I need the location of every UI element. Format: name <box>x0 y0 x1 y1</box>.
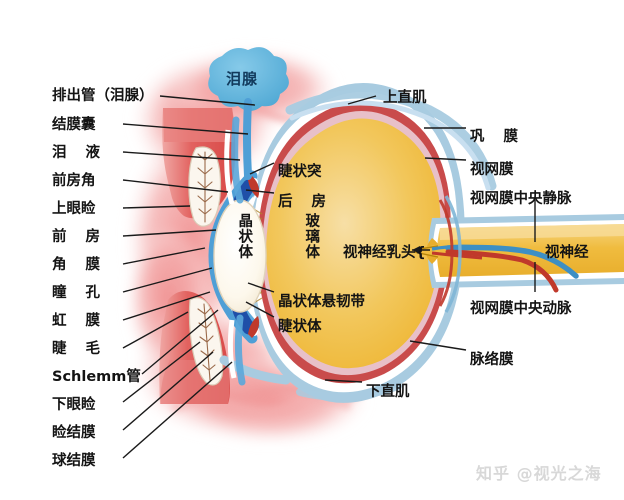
label-anterior-chamber: 前 房 <box>52 229 108 245</box>
label-ciliary-body: 睫状体 <box>278 319 322 335</box>
palpebral-conjunctiva-leader <box>122 351 214 431</box>
schlemm-canal-leader <box>141 309 219 375</box>
conjunctival-sac-leader <box>122 123 249 135</box>
label-anterior-chamber-angle: 前房角 <box>52 173 96 189</box>
label-retina: 视网膜 <box>470 162 514 178</box>
posterior-wall-vessels <box>438 195 462 313</box>
optic-disc-arrowhead <box>412 246 420 254</box>
leader-lines <box>122 95 536 459</box>
label-sclera: 巩 膜 <box>470 129 526 145</box>
label-suspensory-ligament: 晶状体悬韧带 <box>278 294 365 310</box>
pupil-leader <box>122 267 213 293</box>
upper-eyelid-leader <box>122 205 191 209</box>
label-lens: 晶状体 <box>236 213 253 260</box>
ciliary-process-leader <box>249 162 275 175</box>
label-ciliary-process: 睫状突 <box>278 164 322 180</box>
label-optic-disc: 视神经乳头{ <box>343 245 426 261</box>
lacrimal-gland-shape <box>208 47 289 111</box>
label-posterior-chamber: 后 房 <box>278 194 334 210</box>
ciliary-body-leader <box>245 301 275 318</box>
label-optic-nerve: 视神经 <box>545 245 589 261</box>
label-conjunctival-sac: 结膜囊 <box>52 117 96 133</box>
label-schlemm-canal: Schlemm管 <box>52 369 141 385</box>
label-upper-eyelid: 上眼睑 <box>52 201 96 217</box>
eyeball-shell <box>248 83 465 403</box>
upper-tarsal-plate <box>188 146 222 227</box>
watermark: 知乎 @视光之海 <box>476 464 602 483</box>
label-pupil: 瞳 孔 <box>52 285 108 301</box>
suspensory-ligament-leader <box>247 282 275 293</box>
lacrimal-duct <box>243 98 252 180</box>
label-choroid: 脉络膜 <box>470 352 514 368</box>
lower-tarsal-plate <box>188 297 224 386</box>
superior-rectus-leader <box>347 95 377 105</box>
label-bulbar-conjunctiva: 球结膜 <box>52 453 96 469</box>
label-lower-eyelid: 下眼睑 <box>52 397 96 413</box>
label-eyelashes: 睫 毛 <box>52 341 108 357</box>
cornea-leader <box>122 247 206 265</box>
label-central-retinal-artery: 视网膜中央动脉 <box>470 301 572 317</box>
label-central-retinal-vein: 视网膜中央静脉 <box>470 191 572 207</box>
conjunctiva <box>224 116 246 386</box>
posterior-chamber-leader <box>245 189 275 194</box>
tear-fluid-leader <box>122 151 241 161</box>
retina-leader <box>424 157 467 161</box>
choroid-leader <box>409 340 467 351</box>
label-superior-rectus: 上直肌 <box>383 90 427 106</box>
anterior-chamber-leader <box>122 229 217 237</box>
label-palpebral-conjunctiva: 睑结膜 <box>52 425 96 441</box>
label-excretory-duct: 排出管（泪腺） <box>52 88 154 104</box>
label-iris: 虹 膜 <box>52 313 108 329</box>
label-cornea: 角 膜 <box>52 257 108 273</box>
lower-eyelid-leader <box>122 341 201 403</box>
label-vitreous: 玻璃体 <box>303 213 320 260</box>
inferior-rectus-leader <box>324 379 363 383</box>
excretory-duct-leader <box>159 95 256 106</box>
label-tear-fluid: 泪 液 <box>52 145 108 161</box>
iris-leader <box>122 291 211 321</box>
lacrimal-gland-label: 泪腺 <box>226 70 259 88</box>
label-inferior-rectus: 下直肌 <box>366 384 410 400</box>
anterior-chamber-angle-leader <box>122 179 229 193</box>
optic-nerve-bundle <box>410 214 624 293</box>
bulbar-conjunctiva-leader <box>122 361 233 459</box>
eyelashes-leader <box>122 311 189 349</box>
